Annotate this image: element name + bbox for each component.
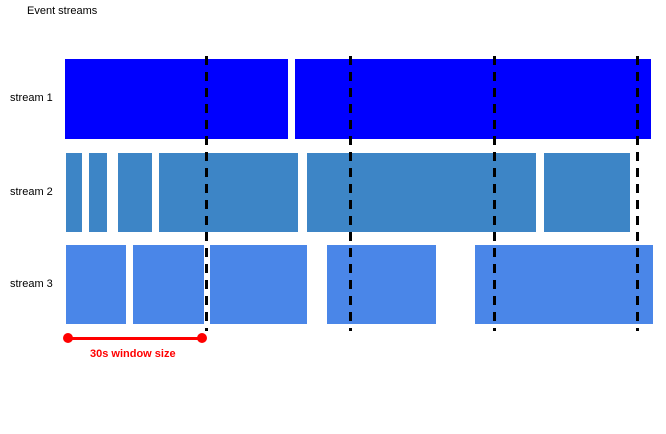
activity-segment xyxy=(66,153,82,232)
window-boundary-line xyxy=(349,56,352,331)
figure-title: Event streams xyxy=(27,5,98,17)
activity-segment xyxy=(544,153,630,232)
arrow-endpoint-dot xyxy=(63,333,73,343)
row-label: stream 2 xyxy=(10,185,53,198)
activity-segment xyxy=(65,59,288,139)
window-size-arrow xyxy=(68,337,202,340)
activity-segment xyxy=(307,153,536,232)
arrow-endpoint-dot xyxy=(197,333,207,343)
activity-segment xyxy=(295,59,651,139)
window-boundary-line xyxy=(493,56,496,331)
activity-segment xyxy=(475,245,653,324)
activity-segment xyxy=(210,245,307,324)
window-boundary-line xyxy=(205,56,208,331)
activity-segment xyxy=(133,245,204,324)
row-label: stream 3 xyxy=(10,277,53,290)
row-label: stream 1 xyxy=(10,92,53,104)
activity-segment xyxy=(89,153,107,232)
window-size-label: 30s window size xyxy=(90,348,176,360)
activity-segment xyxy=(118,153,152,232)
activity-segment xyxy=(159,153,298,232)
window-boundary-line xyxy=(636,56,639,331)
activity-segment xyxy=(66,245,126,324)
activity-segment xyxy=(327,245,436,324)
